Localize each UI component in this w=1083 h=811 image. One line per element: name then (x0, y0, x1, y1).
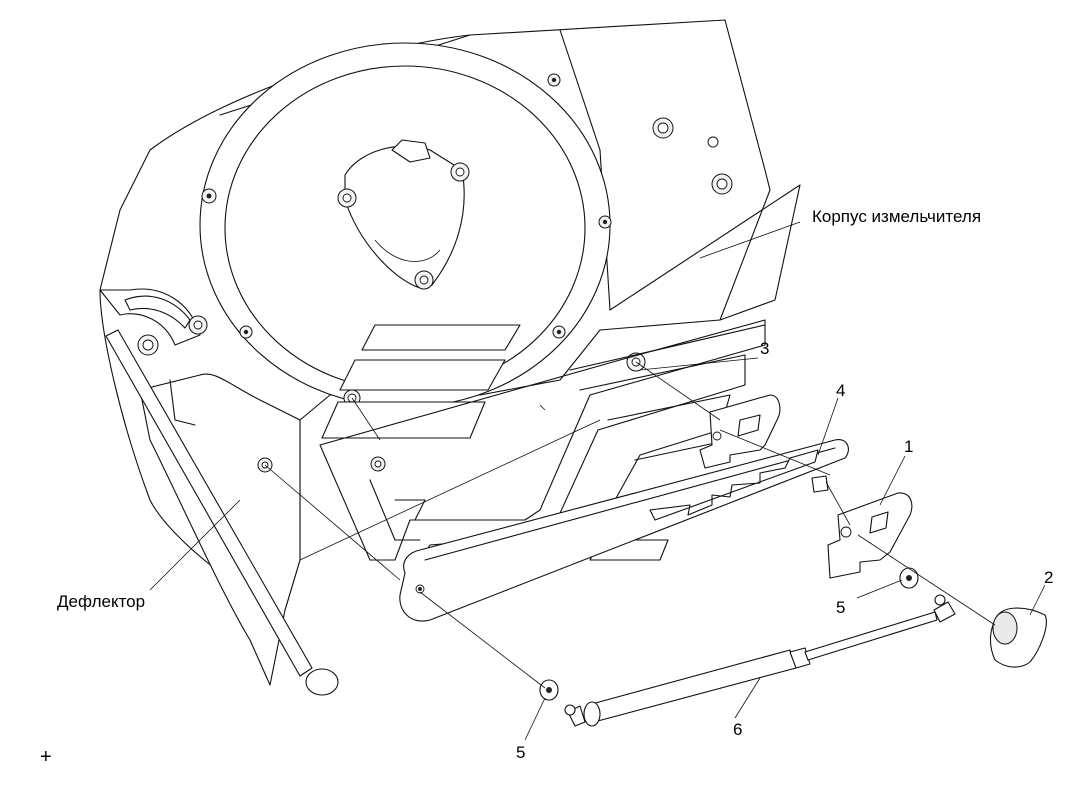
bolt-icon (547, 73, 561, 87)
bolt-icon (711, 173, 733, 195)
part-3-bracket (699, 394, 781, 469)
bolt-icon (370, 456, 386, 472)
bolt-icon (337, 188, 357, 208)
bolt-icon (201, 188, 217, 204)
label-part-3: 3 (760, 339, 769, 358)
part-1-bracket (827, 492, 913, 579)
label-part-4: 4 (836, 381, 845, 400)
bolt-icon (707, 136, 719, 148)
bolt-icon (598, 215, 612, 229)
bolt-icon (188, 315, 208, 335)
part-2-knob (989, 607, 1047, 668)
callout-leaders (149, 221, 1046, 741)
label-deflector: Дефлектор (57, 592, 145, 611)
bolt-icon (652, 117, 674, 139)
label-part-5-left: 5 (516, 743, 525, 762)
bolt-icon (552, 325, 566, 339)
label-part-5-right: 5 (836, 598, 845, 617)
crosshair-mark: + (40, 746, 52, 768)
part-4-slotted-plate (399, 439, 849, 622)
bolt-icon (137, 334, 159, 356)
label-chopper-housing: Корпус измельчителя (812, 207, 981, 226)
label-part-2: 2 (1044, 568, 1053, 587)
bolt-icon (450, 162, 470, 182)
label-part-1: 1 (904, 437, 913, 456)
bolt-icon (239, 325, 253, 339)
label-part-6: 6 (733, 720, 742, 739)
assembly-axis-lines (264, 361, 996, 689)
part-5-washer-left (539, 679, 559, 701)
part-6-gas-spring (564, 594, 956, 727)
part-5-washer-right (899, 567, 919, 589)
bolt-icon (414, 270, 434, 290)
handle-rod (105, 329, 339, 696)
